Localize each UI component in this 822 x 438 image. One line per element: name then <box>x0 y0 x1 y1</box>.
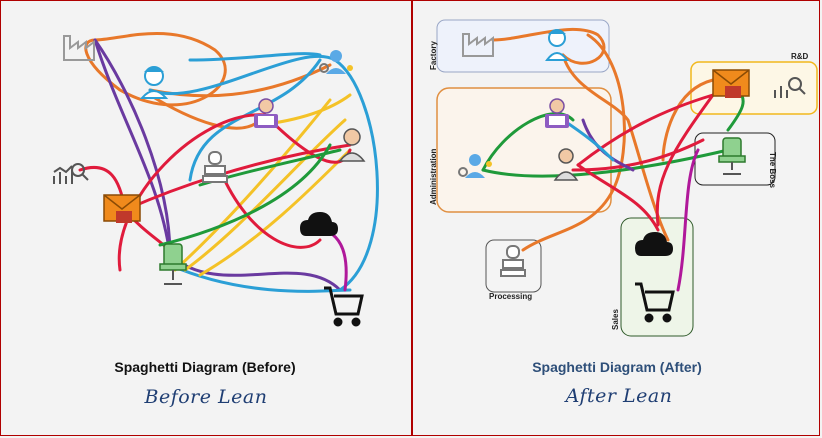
engineer-icon <box>545 29 569 61</box>
cart-icon <box>324 286 364 327</box>
path-orange <box>561 53 670 242</box>
chair-icon <box>718 137 746 175</box>
boss-icon <box>553 148 579 181</box>
chair-icon <box>159 243 187 285</box>
mail-briefcase-icon <box>103 194 141 223</box>
path-red <box>571 138 705 172</box>
factory-icon <box>63 35 95 61</box>
developer-icon <box>254 98 278 128</box>
before-title: Spaghetti Diagram (Before) <box>114 359 296 375</box>
stamp-icon <box>500 245 526 277</box>
path-magenta <box>676 148 700 292</box>
path-yellow <box>198 148 352 277</box>
analytics-icon <box>774 77 806 98</box>
before-paths-canvas <box>53 31 379 327</box>
path-orange <box>491 27 606 65</box>
path-purple <box>93 38 172 257</box>
engineer-icon <box>139 66 169 99</box>
after-panel: Factory Administration R&D The Boss Proc… <box>411 0 820 436</box>
mail-briefcase-icon <box>712 69 750 98</box>
cloud-icon <box>300 212 338 236</box>
path-yellow <box>173 98 332 272</box>
after-handwritten-note: After Lean <box>565 385 673 407</box>
path-green <box>158 143 332 247</box>
factory-icon <box>462 33 494 57</box>
path-orange <box>148 93 262 130</box>
analytics-icon <box>53 163 89 184</box>
cart-icon <box>635 282 675 323</box>
stamp-icon <box>202 151 228 183</box>
zone-label-boss: The Boss <box>768 152 777 189</box>
path-red <box>655 93 715 227</box>
path-red <box>117 113 267 272</box>
path-blue <box>168 263 352 293</box>
after-title: Spaghetti Diagram (After) <box>532 359 702 375</box>
before-panel: Spaghetti Diagram (Before) Before Lean <box>0 0 411 436</box>
path-yellow <box>183 118 347 272</box>
boss-icon <box>338 128 366 162</box>
path-orange <box>661 78 715 162</box>
path-red <box>218 168 322 249</box>
path-purple <box>93 38 172 257</box>
team-gear-icon <box>458 154 492 178</box>
cloud-icon <box>635 232 673 256</box>
zone-label-rnd: R&D <box>791 52 809 61</box>
zone-administration-box <box>436 87 612 213</box>
zone-label-administration: Administration <box>429 148 438 205</box>
team-gear-icon <box>319 50 353 74</box>
path-blue <box>561 118 615 162</box>
path-red <box>576 93 715 167</box>
zone-label-sales: Sales <box>611 309 620 330</box>
after-paths-canvas <box>436 19 818 337</box>
path-blue <box>188 52 322 62</box>
zone-label-processing: Processing <box>489 292 533 301</box>
developer-icon <box>545 98 569 128</box>
before-handwritten-note: Before Lean <box>144 386 268 408</box>
zone-label-factory: Factory <box>429 41 438 70</box>
path-red <box>576 163 660 232</box>
path-orange <box>521 33 626 252</box>
